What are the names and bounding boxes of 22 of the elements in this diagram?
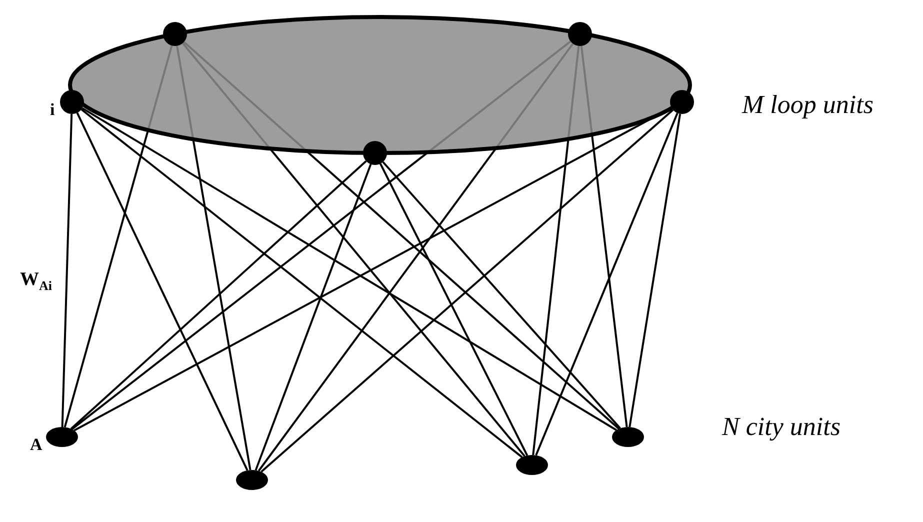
connection-line	[61, 114, 73, 428]
connection-line	[70, 160, 367, 430]
connection-line	[254, 164, 372, 471]
unit-label: i	[50, 100, 55, 120]
connection-line	[535, 112, 678, 456]
layer-label: N city units	[722, 412, 840, 442]
city-unit-dot	[46, 427, 78, 447]
loop-unit-dot	[163, 22, 187, 46]
layer-label: M loop units	[742, 90, 874, 120]
loop-unit-dot	[568, 22, 592, 46]
connection-line	[80, 108, 523, 458]
city-unit-dot	[612, 427, 644, 447]
connection-line	[382, 161, 621, 429]
city-unit-dot	[236, 470, 268, 490]
city-unit-dot	[516, 455, 548, 475]
connection-line	[628, 114, 682, 428]
connection-line	[380, 163, 528, 456]
loop-unit-dot	[670, 90, 694, 114]
connection-line	[260, 109, 674, 473]
loop-unit-dot	[60, 90, 84, 114]
unit-label: A	[30, 435, 42, 455]
connection-line	[76, 112, 248, 471]
